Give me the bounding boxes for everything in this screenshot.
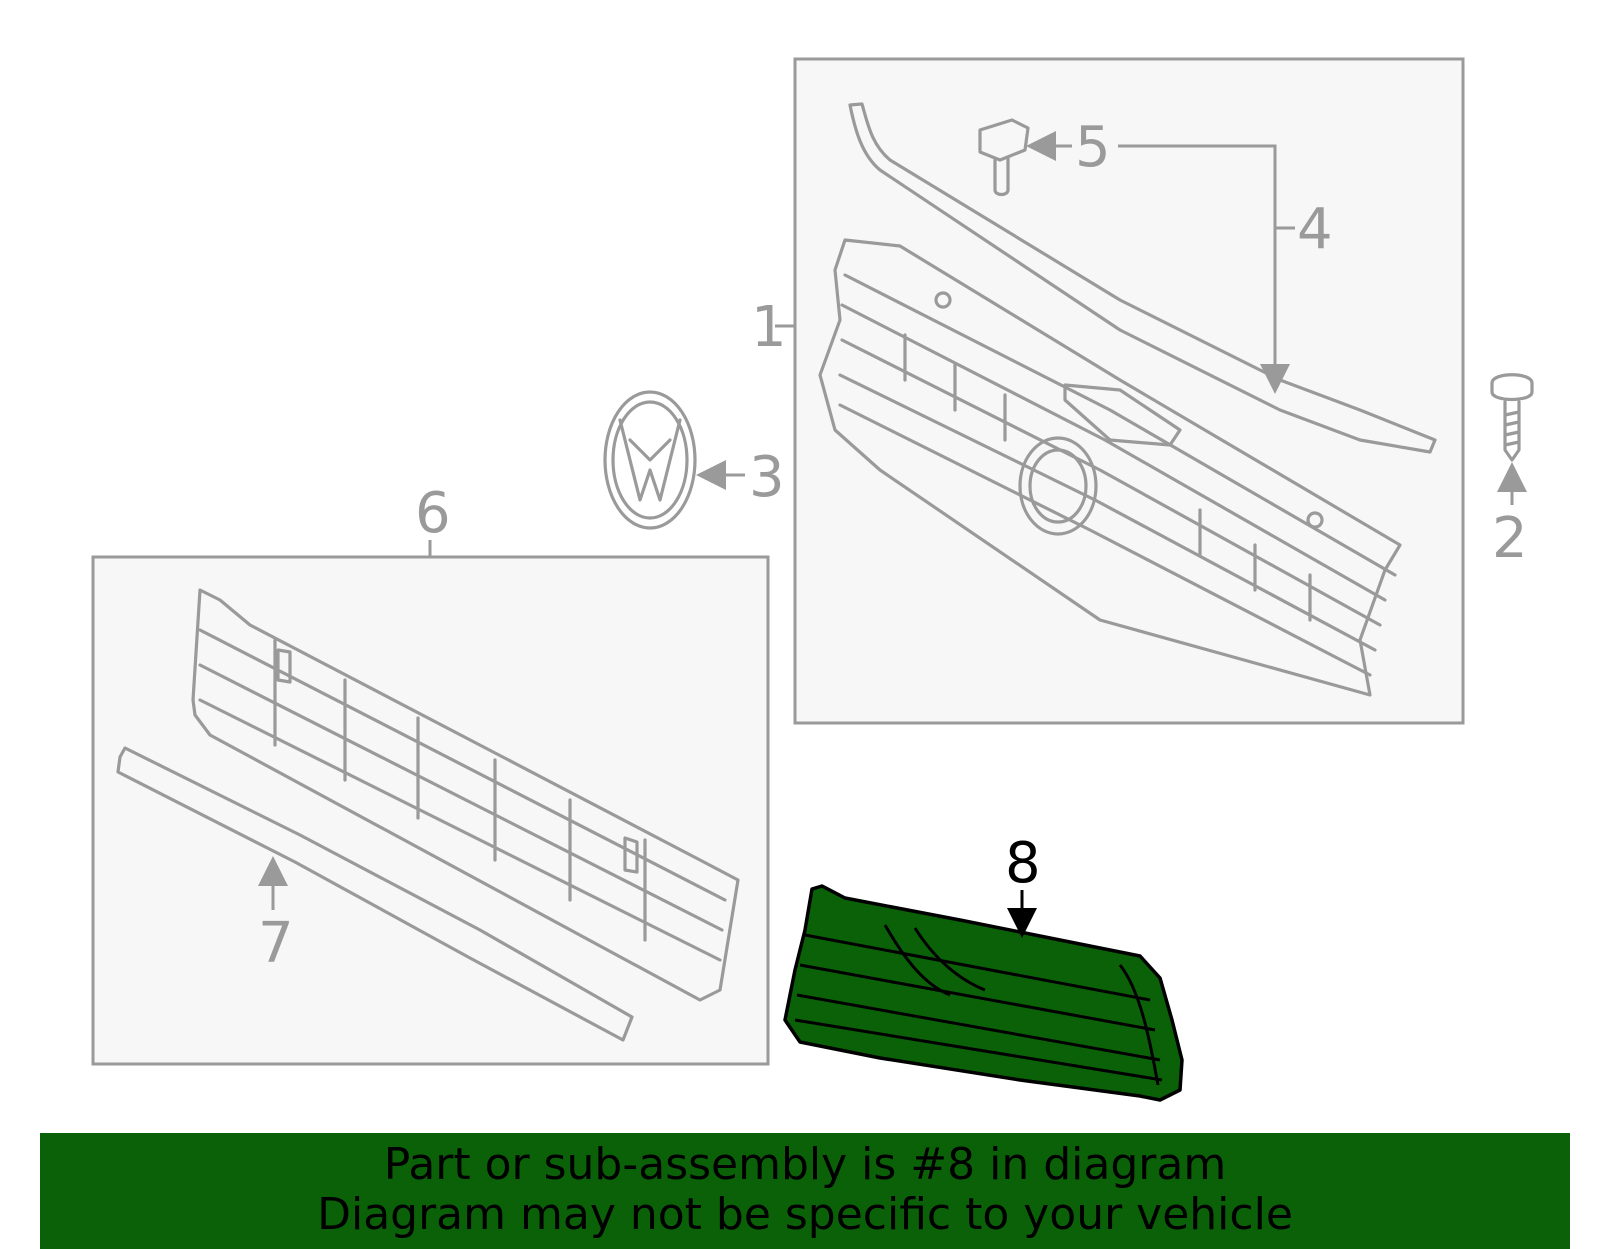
lower-grille — [191, 588, 740, 1002]
callout-8: 8 — [1005, 831, 1041, 896]
upper-trim-strip — [848, 102, 1437, 454]
callout-7: 7 — [258, 911, 294, 976]
screw — [1490, 373, 1534, 462]
highlighted-part-8 — [783, 884, 1184, 1102]
callout-1: 1 — [751, 295, 787, 360]
clip-fastener — [978, 118, 1030, 197]
upper-grille-group-box — [793, 57, 1465, 725]
callout-2: 2 — [1492, 506, 1528, 571]
part-info-banner: Part or sub-assembly is #8 in diagram Di… — [40, 1133, 1570, 1249]
callout-3: 3 — [749, 445, 785, 510]
lower-grille-group-box — [91, 555, 770, 1066]
callout-5: 5 — [1075, 115, 1111, 180]
lower-trim-strip — [116, 746, 634, 1042]
banner-line-1: Part or sub-assembly is #8 in diagram — [383, 1139, 1227, 1190]
callout-6: 6 — [415, 481, 451, 546]
emblem-mount-ring — [1018, 436, 1098, 536]
vw-emblem — [603, 390, 697, 530]
callout-4: 4 — [1297, 197, 1333, 262]
banner-line-2: Diagram may not be specific to your vehi… — [317, 1189, 1293, 1240]
upper-grille — [818, 238, 1402, 697]
